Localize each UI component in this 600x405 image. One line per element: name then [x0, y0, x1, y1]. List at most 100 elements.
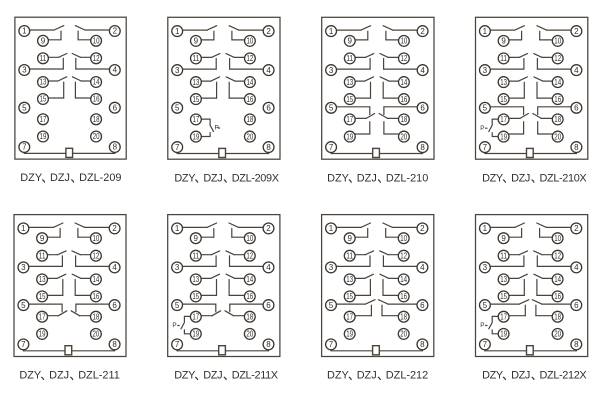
svg-text:18: 18: [246, 312, 253, 321]
svg-text:DZJ: DZJ: [203, 370, 222, 382]
svg-text:16: 16: [554, 292, 561, 301]
svg-text:9: 9: [41, 37, 46, 46]
svg-text:13: 13: [192, 275, 199, 284]
svg-text:20: 20: [400, 330, 407, 339]
svg-text:4: 4: [266, 66, 271, 75]
svg-text:5: 5: [329, 104, 334, 113]
svg-text:1: 1: [175, 27, 180, 36]
svg-text:3: 3: [329, 66, 334, 75]
svg-text:4: 4: [112, 263, 117, 272]
svg-text:16: 16: [247, 95, 254, 104]
svg-text:9: 9: [194, 37, 199, 46]
svg-text:DZJ: DZJ: [50, 172, 70, 184]
svg-text:15: 15: [346, 95, 353, 104]
svg-text:14: 14: [401, 78, 408, 87]
svg-text:16: 16: [246, 292, 253, 301]
svg-text:4: 4: [420, 66, 425, 75]
svg-text:11: 11: [346, 251, 353, 260]
svg-text:DZJ: DZJ: [357, 172, 377, 184]
svg-text:P: P: [172, 322, 176, 329]
svg-text:8: 8: [574, 340, 579, 349]
svg-text:1: 1: [329, 224, 334, 233]
svg-text:6: 6: [266, 301, 271, 310]
svg-text:8: 8: [266, 340, 271, 349]
svg-text:DZL-211: DZL-211: [78, 370, 120, 382]
svg-text:P: P: [215, 125, 219, 132]
svg-text:DZL-209: DZL-209: [79, 172, 121, 184]
svg-text:6: 6: [112, 301, 117, 310]
svg-text:18: 18: [93, 312, 100, 321]
svg-text:20: 20: [93, 132, 100, 141]
svg-text:5: 5: [175, 104, 180, 113]
svg-text:13: 13: [500, 275, 507, 284]
svg-text:DZJ: DZJ: [49, 370, 69, 382]
svg-text:5: 5: [483, 104, 488, 113]
svg-text:20: 20: [554, 132, 561, 141]
svg-text:8: 8: [113, 143, 118, 152]
svg-text:12: 12: [93, 54, 100, 63]
svg-text:12: 12: [400, 251, 407, 260]
svg-text:20: 20: [246, 330, 253, 339]
svg-text:1: 1: [175, 224, 180, 233]
svg-text:DZL-209X: DZL-209X: [232, 172, 280, 184]
svg-text:3: 3: [483, 66, 488, 75]
svg-text:3: 3: [21, 263, 26, 272]
svg-text:3: 3: [175, 66, 180, 75]
svg-text:2: 2: [420, 224, 425, 233]
svg-text:16: 16: [93, 95, 100, 104]
svg-text:4: 4: [266, 263, 271, 272]
svg-text:8: 8: [420, 340, 425, 349]
svg-text:11: 11: [40, 54, 47, 63]
svg-text:11: 11: [500, 54, 507, 63]
svg-text:1: 1: [21, 224, 26, 233]
svg-text:13: 13: [346, 78, 353, 87]
svg-text:14: 14: [247, 78, 254, 87]
svg-text:10: 10: [246, 234, 253, 243]
svg-text:DZY: DZY: [20, 172, 43, 184]
svg-text:16: 16: [554, 95, 561, 104]
svg-text:17: 17: [192, 312, 199, 321]
svg-text:DZJ: DZJ: [511, 172, 530, 184]
svg-text:16: 16: [93, 292, 100, 301]
svg-text:17: 17: [346, 115, 353, 124]
svg-text:DZJ: DZJ: [203, 172, 222, 184]
svg-text:13: 13: [193, 78, 200, 87]
svg-text:15: 15: [346, 292, 353, 301]
svg-text:17: 17: [500, 312, 507, 321]
svg-text:14: 14: [93, 275, 100, 284]
svg-text:DZY: DZY: [174, 370, 196, 382]
svg-text:7: 7: [175, 143, 180, 152]
svg-text:7: 7: [483, 143, 488, 152]
svg-text:7: 7: [175, 340, 180, 349]
svg-text:3: 3: [22, 66, 27, 75]
svg-text:5: 5: [483, 301, 488, 310]
svg-text:12: 12: [246, 251, 253, 260]
svg-text:7: 7: [22, 143, 27, 152]
svg-text:DZY: DZY: [482, 370, 504, 382]
svg-text:13: 13: [500, 78, 507, 87]
svg-text:7: 7: [329, 340, 334, 349]
svg-text:9: 9: [348, 37, 353, 46]
svg-text:5: 5: [175, 301, 180, 310]
svg-text:DZJ: DZJ: [511, 370, 530, 382]
svg-text:6: 6: [574, 104, 579, 113]
svg-text:12: 12: [93, 251, 100, 260]
svg-text:10: 10: [554, 234, 561, 243]
svg-text:1: 1: [329, 27, 334, 36]
svg-text:16: 16: [400, 292, 407, 301]
svg-text:DZY: DZY: [174, 172, 196, 184]
svg-text:14: 14: [400, 275, 407, 284]
svg-text:12: 12: [247, 54, 254, 63]
svg-text:17: 17: [39, 312, 46, 321]
svg-text:9: 9: [501, 37, 506, 46]
svg-text:P: P: [480, 322, 484, 329]
svg-text:14: 14: [554, 275, 561, 284]
svg-text:2: 2: [574, 224, 579, 233]
svg-text:11: 11: [192, 251, 199, 260]
svg-text:2: 2: [113, 27, 118, 36]
svg-text:2: 2: [112, 224, 117, 233]
svg-text:DZY: DZY: [482, 172, 504, 184]
svg-text:8: 8: [420, 143, 425, 152]
svg-text:18: 18: [401, 115, 408, 124]
svg-text:4: 4: [574, 66, 579, 75]
